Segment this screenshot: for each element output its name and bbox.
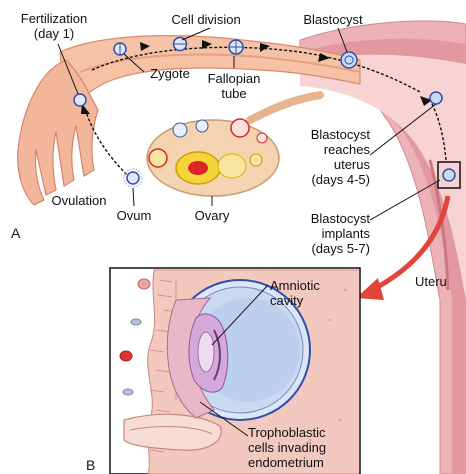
amniotic-cavity-space: [198, 332, 214, 372]
lumen-cell-2: [131, 319, 141, 325]
blastocyst-in-tube: [341, 52, 357, 68]
fallopian-label-line2: tube: [196, 86, 272, 101]
zygote-label: Zygote: [140, 66, 200, 81]
blastocyst-in-uterus: [430, 92, 442, 104]
fertilized-egg: [74, 94, 86, 106]
implants-line1: Blastocyst: [280, 211, 370, 226]
implants-line2: implants: [280, 226, 370, 241]
follicle-medium: [231, 119, 249, 137]
lumen-cell-4: [123, 389, 133, 395]
trophoblastic-line3: endometrium: [248, 455, 358, 470]
ovulation-label: Ovulation: [40, 193, 118, 208]
amniotic-line1: Amniotic: [270, 278, 350, 293]
trophoblastic-label: Trophoblastic cells invading endometrium: [248, 425, 358, 470]
follicle-small-4: [250, 154, 262, 166]
follicle-small-2: [196, 120, 208, 132]
fertilization-label: Fertilization (day 1): [8, 11, 100, 41]
amniotic-cavity-label: Amniotic cavity: [270, 278, 350, 308]
blastocyst-reaches-label: Blastocyst reaches uterus (days 4-5): [280, 127, 370, 187]
blastocyst-label: Blastocyst: [288, 12, 378, 27]
lumen-cell-1: [138, 279, 150, 289]
follicle-small-3: [257, 133, 267, 143]
amniotic-line2: cavity: [270, 293, 350, 308]
leader-ovum: [133, 188, 134, 206]
follicle-small-1: [173, 123, 187, 137]
ovum-label: Ovum: [108, 208, 160, 223]
fallopian-label-line1: Fallopian: [196, 71, 272, 86]
panel-a-label: A: [11, 226, 31, 241]
corpus-luteum-core: [188, 161, 208, 175]
uterus-label: Uteru: [415, 274, 466, 289]
ovum-released: [127, 172, 139, 184]
ruptured-follicle: [149, 149, 167, 167]
panel-b-label: B: [86, 458, 106, 473]
reaches-line4: (days 4-5): [280, 172, 370, 187]
ovary-label: Ovary: [186, 208, 238, 223]
blastocyst-implants-label: Blastocyst implants (days 5-7): [280, 211, 370, 256]
implants-line3: (days 5-7): [280, 241, 370, 256]
trophoblastic-line2: cells invading: [248, 440, 358, 455]
cell-division-label: Cell division: [150, 12, 262, 27]
fertilization-label-line2: (day 1): [8, 26, 100, 41]
fertilization-label-line1: Fertilization: [8, 11, 100, 26]
corpus-albicans: [218, 154, 246, 178]
reaches-line2: reaches: [280, 142, 370, 157]
reaches-line3: uterus: [280, 157, 370, 172]
reaches-line1: Blastocyst: [280, 127, 370, 142]
blastocyst-implanted: [443, 169, 455, 181]
fallopian-tube-label: Fallopian tube: [196, 71, 272, 101]
lumen-cell-3: [120, 351, 132, 361]
trophoblastic-line1: Trophoblastic: [248, 425, 358, 440]
